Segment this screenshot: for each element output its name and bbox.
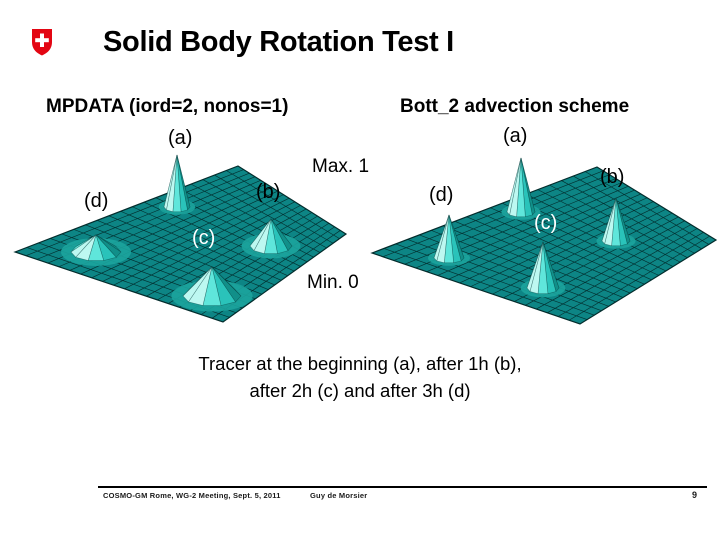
peak-face — [75, 234, 97, 261]
peak-face — [516, 157, 526, 218]
footer-author: Guy de Morsier — [310, 491, 368, 500]
peak-face — [264, 218, 278, 254]
peak-face — [87, 233, 105, 261]
point-label-d-bott2: (d) — [429, 184, 454, 206]
right-plot-title: Bott_2 advection scheme — [400, 96, 630, 117]
surface-grid — [25, 169, 341, 319]
peak-face — [270, 218, 293, 252]
page-number: 9 — [692, 490, 698, 500]
caption-line-2: after 2h (c) and after 3h (d) — [249, 380, 471, 401]
swiss-federal-shield-icon — [32, 29, 52, 56]
point-label-b-mpdata: (b) — [256, 181, 281, 203]
peak-face — [172, 154, 182, 213]
peak-face — [70, 234, 97, 258]
peak-face — [537, 241, 549, 295]
peak-face — [526, 241, 544, 293]
point-label-a-mpdata: (a) — [168, 127, 193, 149]
peak-face — [611, 197, 621, 247]
peak-face — [249, 218, 272, 252]
surface-plot-mpdata — [13, 154, 348, 323]
point-label-c-mpdata: (c) — [192, 227, 216, 249]
point-label-a-bott2: (a) — [503, 125, 528, 147]
peak-face — [253, 218, 272, 254]
peak-face — [95, 234, 122, 258]
surface-plot-bott2 — [370, 157, 718, 325]
peak-face — [95, 234, 117, 261]
point-label-c-bott2: (c) — [534, 212, 558, 234]
caption-line-1: Tracer at the beginning (a), after 1h (b… — [198, 353, 522, 374]
peak-face — [542, 241, 560, 293]
peak-face — [211, 266, 242, 303]
peak-face — [444, 214, 454, 264]
left-plot-title: MPDATA (iord=2, nonos=1) — [46, 96, 289, 117]
peak-face — [202, 266, 222, 306]
footer-conference: COSMO-GM Rome, WG-2 Meeting, Sept. 5, 20… — [103, 491, 281, 500]
point-label-d-mpdata: (d) — [84, 190, 109, 212]
max-value-annotation: Max. 1 — [312, 156, 370, 177]
peak-face — [182, 266, 213, 303]
peak-face — [270, 218, 289, 254]
min-value-annotation: Min. 0 — [307, 272, 359, 293]
peak-face — [542, 241, 557, 295]
figure-caption: Tracer at the beginning (a), after 1h (b… — [120, 350, 600, 404]
peak-face — [529, 241, 544, 295]
footer-divider — [98, 486, 707, 488]
slide-title: Solid Body Rotation Test I — [103, 26, 454, 58]
point-label-b-bott2: (b) — [600, 166, 625, 188]
